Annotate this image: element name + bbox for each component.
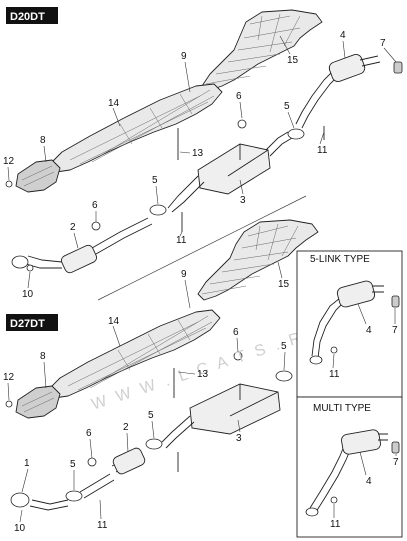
callout-b9: 9: [181, 269, 187, 280]
callout-6: 6: [236, 91, 242, 102]
heat-shield-15-top: [201, 9, 323, 91]
callout-10: 10: [22, 289, 34, 300]
callout-b1: 1: [24, 458, 30, 469]
variant-box-multi: MULTI TYPE 4 7 11: [296, 396, 403, 538]
callout-11a: 11: [317, 145, 328, 156]
flanges-top: [91, 119, 325, 232]
callout-5b: 5: [152, 175, 158, 186]
section-divider: [97, 195, 307, 301]
callout-4: 4: [340, 30, 346, 41]
callout-b3: 3: [236, 433, 242, 444]
callout-b15: 15: [278, 279, 290, 290]
callout-b8: 8: [40, 351, 46, 362]
callout-b11: 11: [97, 520, 108, 531]
rear-muffler-4-top: [295, 54, 403, 129]
callout-11b: 11: [176, 235, 187, 246]
callout-b6: 6: [233, 327, 239, 338]
callout-5l-11: 11: [329, 369, 340, 380]
bracket-8-bottom: [5, 385, 61, 419]
callout-m-7: 7: [393, 457, 399, 468]
callouts-bottom: 9 15 14 6 5 8 13 12 5 3 6 2 1 5 11 10: [3, 261, 290, 534]
callouts-top: 9 15 4 7 14 6 5 8 13 11 12 5 3 6 2 11 10: [3, 30, 397, 300]
callout-7: 7: [380, 38, 386, 49]
front-pipe-2-bottom: [10, 368, 179, 511]
callout-6b: 6: [92, 200, 98, 211]
callout-b5b: 5: [148, 410, 154, 421]
callout-b2: 2: [123, 422, 129, 433]
callout-m-11: 11: [330, 519, 341, 530]
callout-13: 13: [192, 148, 204, 159]
variant-box-five-link: 5-LINK TYPE 4 7 11: [296, 250, 403, 398]
heat-shield-14-top: [47, 83, 223, 173]
callout-8: 8: [40, 135, 46, 146]
svg-text:D27DT: D27DT: [10, 318, 45, 330]
engine-label-bottom: D27DT: [6, 314, 58, 331]
callout-5: 5: [284, 101, 290, 112]
callout-m-4: 4: [366, 476, 372, 487]
callout-15: 15: [287, 55, 299, 66]
callout-9: 9: [181, 51, 187, 62]
callout-14: 14: [108, 98, 120, 109]
callout-b13: 13: [197, 369, 209, 380]
heat-shield-14-bottom: [45, 309, 221, 399]
callout-5l-7: 7: [392, 325, 398, 336]
center-muffler-3-bottom: [161, 351, 293, 449]
callout-b14: 14: [108, 316, 120, 327]
callout-b10: 10: [14, 523, 26, 534]
callout-2: 2: [70, 222, 76, 233]
callout-b12: 12: [3, 372, 15, 383]
five-link-title: 5-LINK TYPE: [310, 254, 370, 265]
multi-title: MULTI TYPE: [313, 403, 371, 414]
callout-b6b: 6: [86, 428, 92, 439]
center-muffler-3-top: [167, 131, 293, 213]
callout-5l-4: 4: [366, 325, 372, 336]
engine-label-top: D20DT: [6, 7, 58, 24]
bracket-8-top: [5, 159, 61, 193]
callout-12: 12: [3, 156, 15, 167]
svg-text:D20DT: D20DT: [10, 11, 45, 23]
heat-shield-15-bottom: [197, 219, 319, 301]
callout-b5c: 5: [70, 459, 76, 470]
callout-3: 3: [240, 195, 246, 206]
callout-b5: 5: [281, 341, 287, 352]
front-pipe-2-top: [11, 217, 153, 274]
